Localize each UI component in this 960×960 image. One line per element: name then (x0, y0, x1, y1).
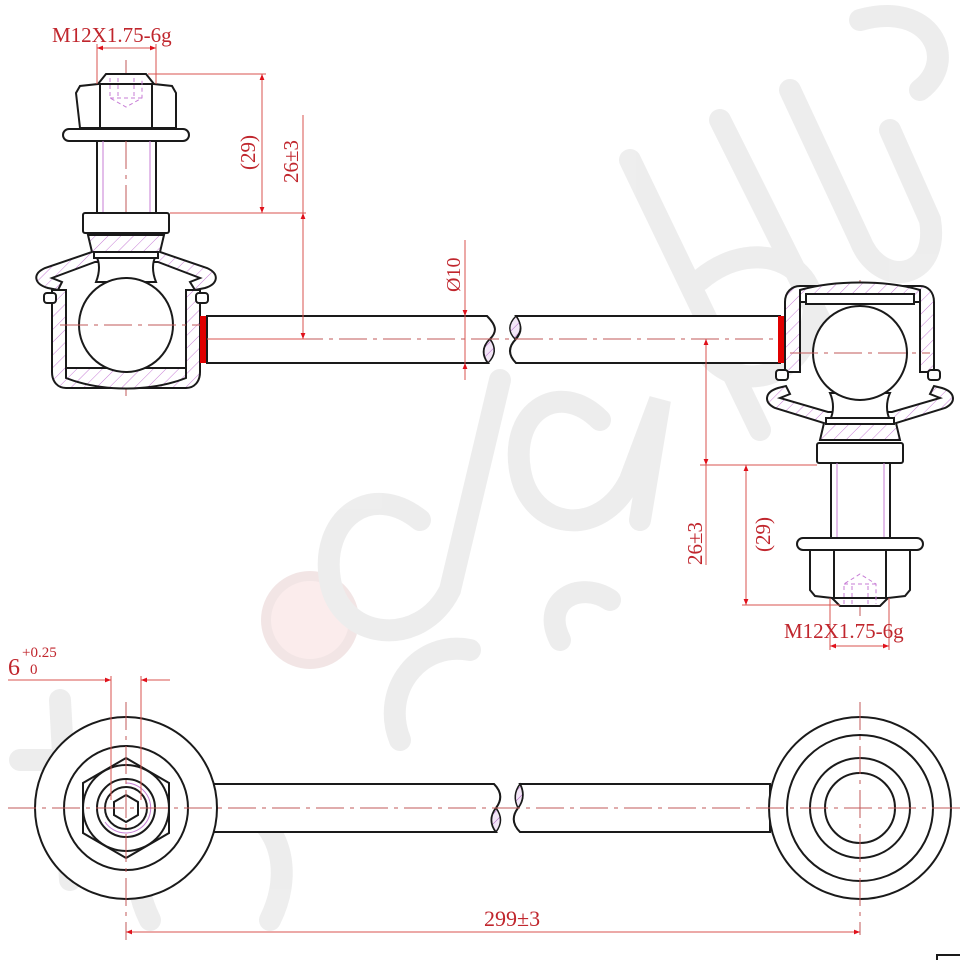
hex-socket-lower-tol: 0 (30, 662, 38, 678)
right-ball-joint (766, 280, 954, 620)
top-view (8, 702, 960, 940)
left-ball-joint (35, 60, 217, 400)
left-weld (200, 316, 207, 363)
hex-socket-upper-tol: +0.25 (22, 645, 57, 661)
left-collar (82, 212, 170, 234)
front-dimensions: M12X1.75-6g (29) 26±3 Ø10 26±3 (29) M12X… (52, 23, 904, 650)
left-dust-boot (35, 234, 217, 292)
rod-diameter: Ø10 (443, 258, 465, 292)
overall-length: 299±3 (484, 906, 540, 931)
left-flange-nut (74, 73, 177, 129)
right-collar (816, 442, 904, 464)
right-nut-flange (796, 537, 924, 551)
right-thread-spec: M12X1.75-6g (784, 619, 904, 643)
rod-front (206, 314, 781, 365)
right-height-tolerance: 26±3 (683, 522, 707, 565)
hex-socket-icon (113, 793, 139, 824)
left-height-tolerance: 26±3 (279, 140, 303, 183)
left-nut-flange (62, 128, 190, 142)
top-dimensions: 6 +0.25 0 299±3 (8, 645, 860, 935)
right-weld (778, 316, 785, 363)
left-stud-length-ref: (29) (236, 135, 260, 170)
frame-corner (936, 954, 960, 960)
hex-socket-value: 6 (8, 655, 20, 681)
right-stud-length-ref: (29) (751, 517, 775, 552)
right-stud (830, 462, 891, 539)
left-thread-spec: M12X1.75-6g (52, 23, 172, 47)
